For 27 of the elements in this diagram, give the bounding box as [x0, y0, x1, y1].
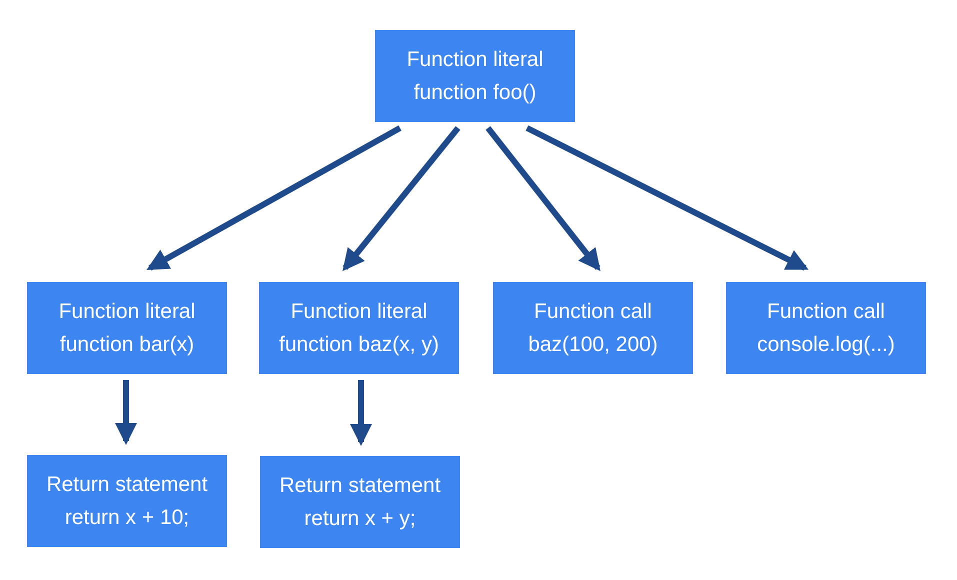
process-box: [375, 30, 575, 122]
process-box: [27, 282, 227, 374]
arrow: [350, 380, 372, 446]
arrow: [115, 380, 137, 445]
code-text: return x + y;: [304, 506, 416, 532]
process-box: [260, 456, 460, 548]
arrow: [146, 125, 402, 271]
code-text: return x + 10;: [64, 505, 190, 531]
process-box: [259, 282, 459, 374]
process-box: [27, 455, 227, 547]
arrow: [342, 126, 460, 272]
box-heading: Function literal: [290, 299, 428, 325]
box-heading: Return statement: [46, 472, 208, 498]
box-heading: Function call: [534, 299, 652, 325]
arrow: [526, 125, 809, 271]
box-heading: Function literal: [58, 299, 196, 325]
process-box: [493, 282, 693, 374]
box-heading: Function call: [767, 299, 885, 325]
box-heading: Return statement: [279, 473, 441, 499]
code-text: function baz(x, y): [279, 332, 439, 358]
code-text: function foo(): [414, 80, 536, 106]
arrow: [486, 126, 600, 272]
process-box: [726, 282, 926, 374]
code-text: console.log(...): [757, 332, 895, 358]
code-text: function bar(x): [60, 332, 194, 358]
code-text: baz(100, 200): [528, 332, 658, 358]
box-heading: Function literal: [406, 47, 544, 73]
